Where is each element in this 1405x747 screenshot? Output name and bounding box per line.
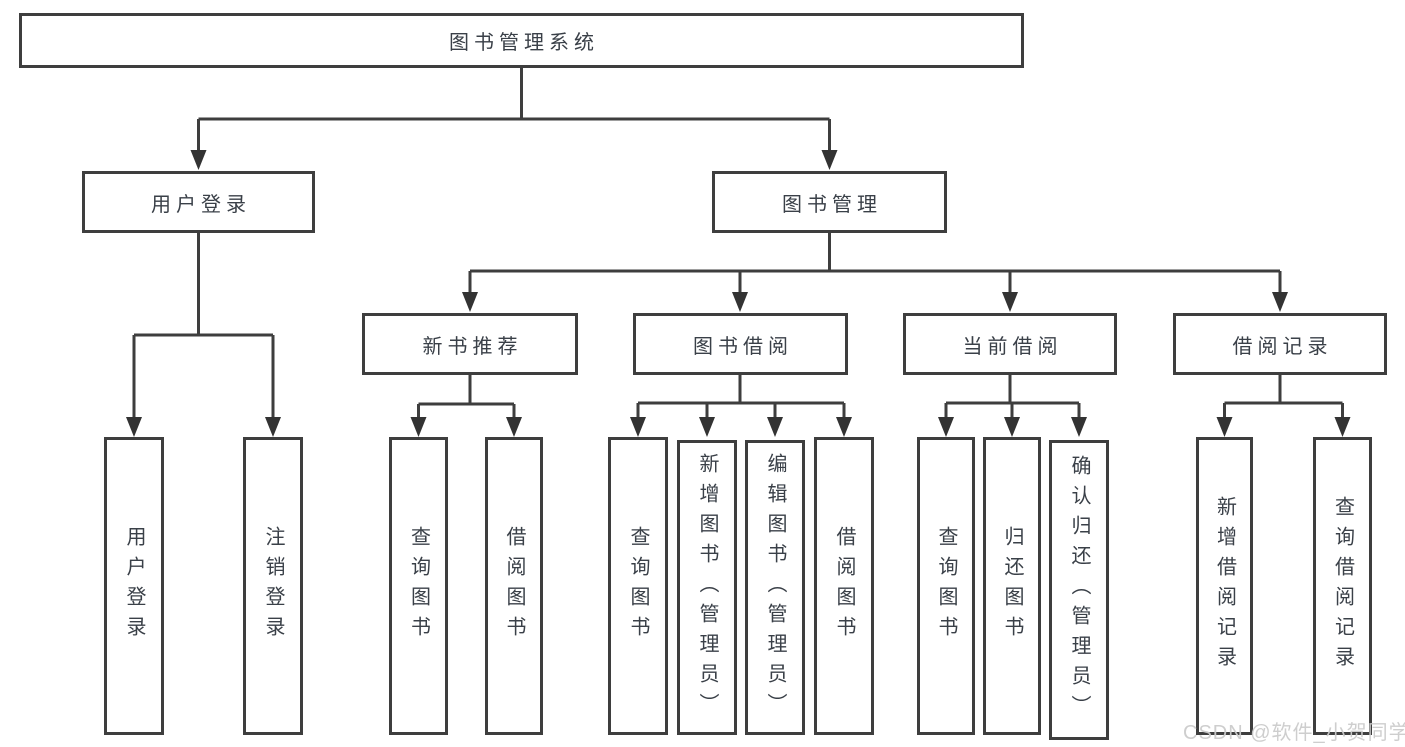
arrow-icon bbox=[630, 417, 646, 437]
node-user-login-group: 用户登录 bbox=[82, 171, 315, 233]
arrow-icon bbox=[1004, 417, 1020, 437]
arrow-icon bbox=[821, 150, 838, 170]
connector-book-borrowing-to-leaves bbox=[636, 375, 846, 423]
node-book-borrowing: 图书借阅 bbox=[633, 313, 848, 375]
arrow-icon bbox=[126, 417, 142, 437]
node-return-books: 归还图书 bbox=[983, 437, 1041, 735]
connector-user-login-to-leaves bbox=[132, 233, 275, 423]
node-library-management-system: 图书管理系统 bbox=[19, 13, 1024, 68]
node-edit-book-admin: 编辑图书（管理员） bbox=[745, 440, 805, 735]
arrow-icon bbox=[1334, 417, 1351, 437]
node-query-books-recommend: 查询图书 bbox=[389, 437, 448, 735]
arrow-icon bbox=[1002, 292, 1018, 312]
csdn-watermark: CSDN @软件_小贺同学 bbox=[1183, 722, 1405, 744]
node-book-management: 图书管理 bbox=[712, 171, 947, 233]
node-user-login-leaf: 用户登录 bbox=[104, 437, 164, 735]
arrow-icon bbox=[699, 417, 715, 437]
node-query-books-current: 查询图书 bbox=[917, 437, 975, 735]
node-add-book-admin: 新增图书（管理员） bbox=[677, 440, 737, 735]
node-logout: 注销登录 bbox=[243, 437, 303, 735]
arrow-icon bbox=[462, 292, 478, 312]
arrow-icon bbox=[506, 417, 522, 437]
arrow-icon bbox=[1216, 417, 1233, 437]
arrow-icon bbox=[1272, 292, 1288, 312]
node-current-borrowing: 当前借阅 bbox=[903, 313, 1117, 375]
arrow-icon bbox=[1071, 417, 1087, 437]
node-query-books-borrowing: 查询图书 bbox=[608, 437, 668, 735]
arrow-icon bbox=[732, 292, 748, 312]
node-confirm-return-admin: 确认归还（管理员） bbox=[1049, 440, 1109, 740]
connector-borrowing-records-to-leaves bbox=[1223, 375, 1344, 423]
arrowheads bbox=[126, 150, 1351, 437]
arrow-icon bbox=[265, 417, 281, 437]
connector-book-management-to-level3 bbox=[468, 233, 1282, 298]
arrow-icon bbox=[410, 417, 427, 437]
arrow-icon bbox=[767, 417, 783, 437]
connector-current-borrowing-to-leaves bbox=[944, 375, 1081, 423]
node-new-book-recommend: 新书推荐 bbox=[362, 313, 578, 375]
node-borrowing-records: 借阅记录 bbox=[1173, 313, 1387, 375]
arrow-icon bbox=[190, 150, 207, 170]
connector-root-to-level2 bbox=[197, 68, 831, 156]
node-add-borrow-record: 新增借阅记录 bbox=[1196, 437, 1253, 735]
arrow-icon bbox=[938, 417, 954, 437]
connector-new-book-recommend-to-leaves bbox=[417, 375, 516, 423]
node-borrow-books-leaf: 借阅图书 bbox=[814, 437, 874, 735]
node-borrow-books-recommend: 借阅图书 bbox=[485, 437, 543, 735]
arrow-icon bbox=[836, 417, 852, 437]
node-query-borrow-record: 查询借阅记录 bbox=[1313, 437, 1372, 735]
